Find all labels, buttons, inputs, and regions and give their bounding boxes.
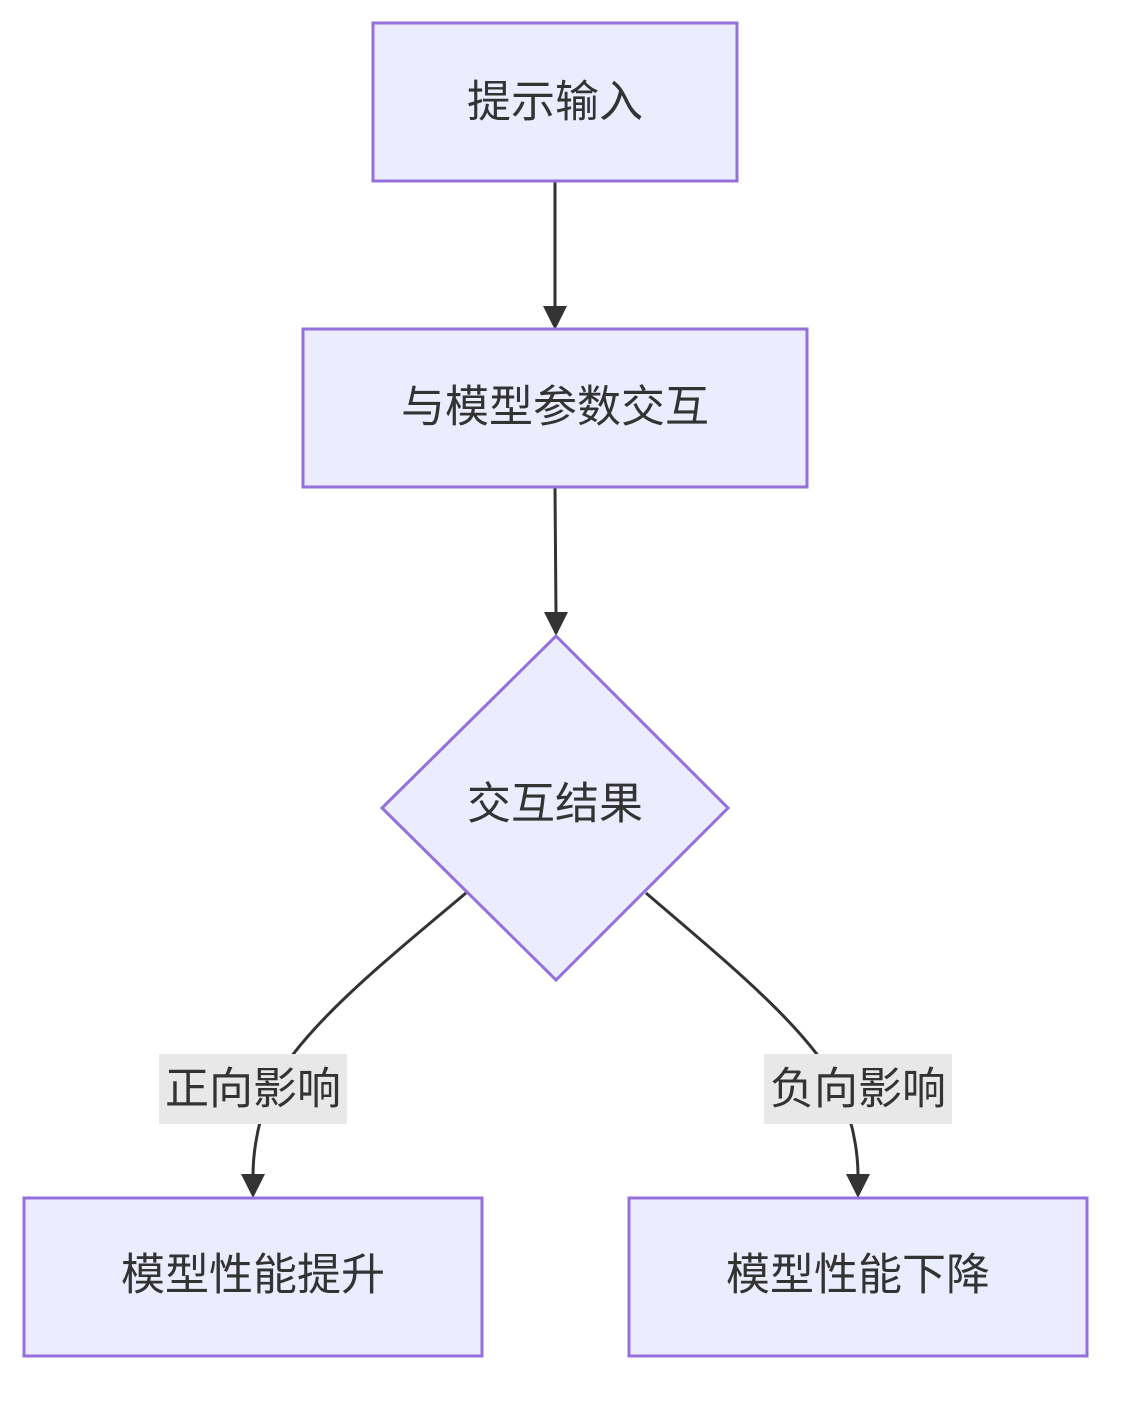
node-decision: 交互结果 — [379, 633, 731, 983]
edge-decision-to-improve — [251, 891, 467, 1177]
node-decision-label: 交互结果 — [467, 779, 643, 830]
node-improve: 模型性能提升 — [22, 1196, 484, 1358]
arrowhead-icon — [544, 612, 568, 636]
edge-label-positive-text: 正向影响 — [165, 1064, 341, 1115]
arrowhead-icon — [241, 1174, 265, 1198]
edge-label-negative-text: 负向影响 — [770, 1064, 946, 1115]
arrowhead-icon — [846, 1174, 870, 1198]
node-decline: 模型性能下降 — [627, 1196, 1089, 1358]
node-improve-label: 模型性能提升 — [121, 1250, 385, 1301]
edge-interact-to-decision — [553, 487, 558, 615]
edge-label-negative: 负向影响 — [764, 1054, 952, 1124]
arrowhead-icon — [543, 306, 567, 330]
node-interact: 与模型参数交互 — [301, 327, 809, 489]
node-decline-label: 模型性能下降 — [726, 1250, 990, 1301]
edge-label-positive: 正向影响 — [159, 1054, 347, 1124]
node-interact-label: 与模型参数交互 — [401, 382, 709, 433]
node-input-label: 提示输入 — [467, 77, 643, 128]
node-input: 提示输入 — [371, 21, 739, 183]
edge-decision-to-decline — [645, 891, 860, 1177]
